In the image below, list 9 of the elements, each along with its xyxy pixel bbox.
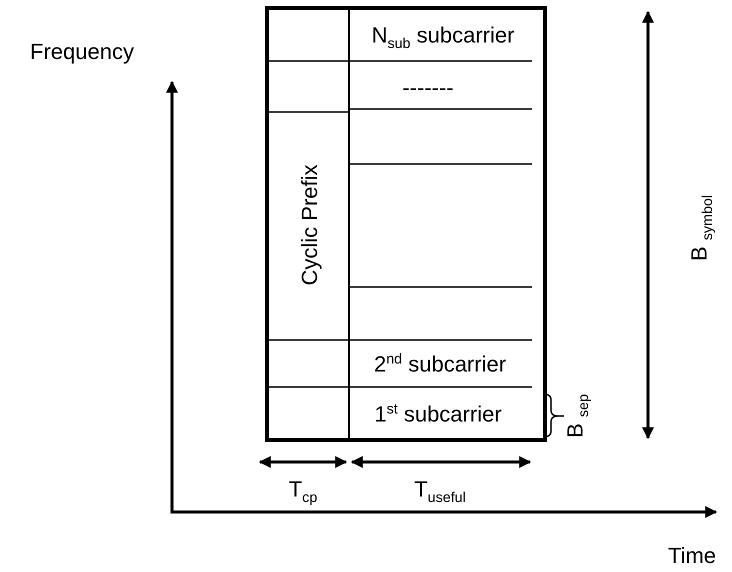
subcarrier-label: N$_{sub}$ subcarrier <box>372 24 514 52</box>
axis-label: Time <box>668 545 716 567</box>
subcarrier-label: 2$^{nd}$ subcarrier <box>374 352 506 376</box>
ellipsis: ------- <box>402 77 454 99</box>
axis-label: Frequency <box>30 41 134 63</box>
duration-label: T$_{cp}$ <box>288 478 318 506</box>
subcarrier-label: 1$^{st}$ subcarrier <box>374 402 502 426</box>
duration-label: T$_{useful}$ <box>414 478 466 506</box>
cyclic-prefix-label: Cyclic Prefix <box>299 164 321 286</box>
